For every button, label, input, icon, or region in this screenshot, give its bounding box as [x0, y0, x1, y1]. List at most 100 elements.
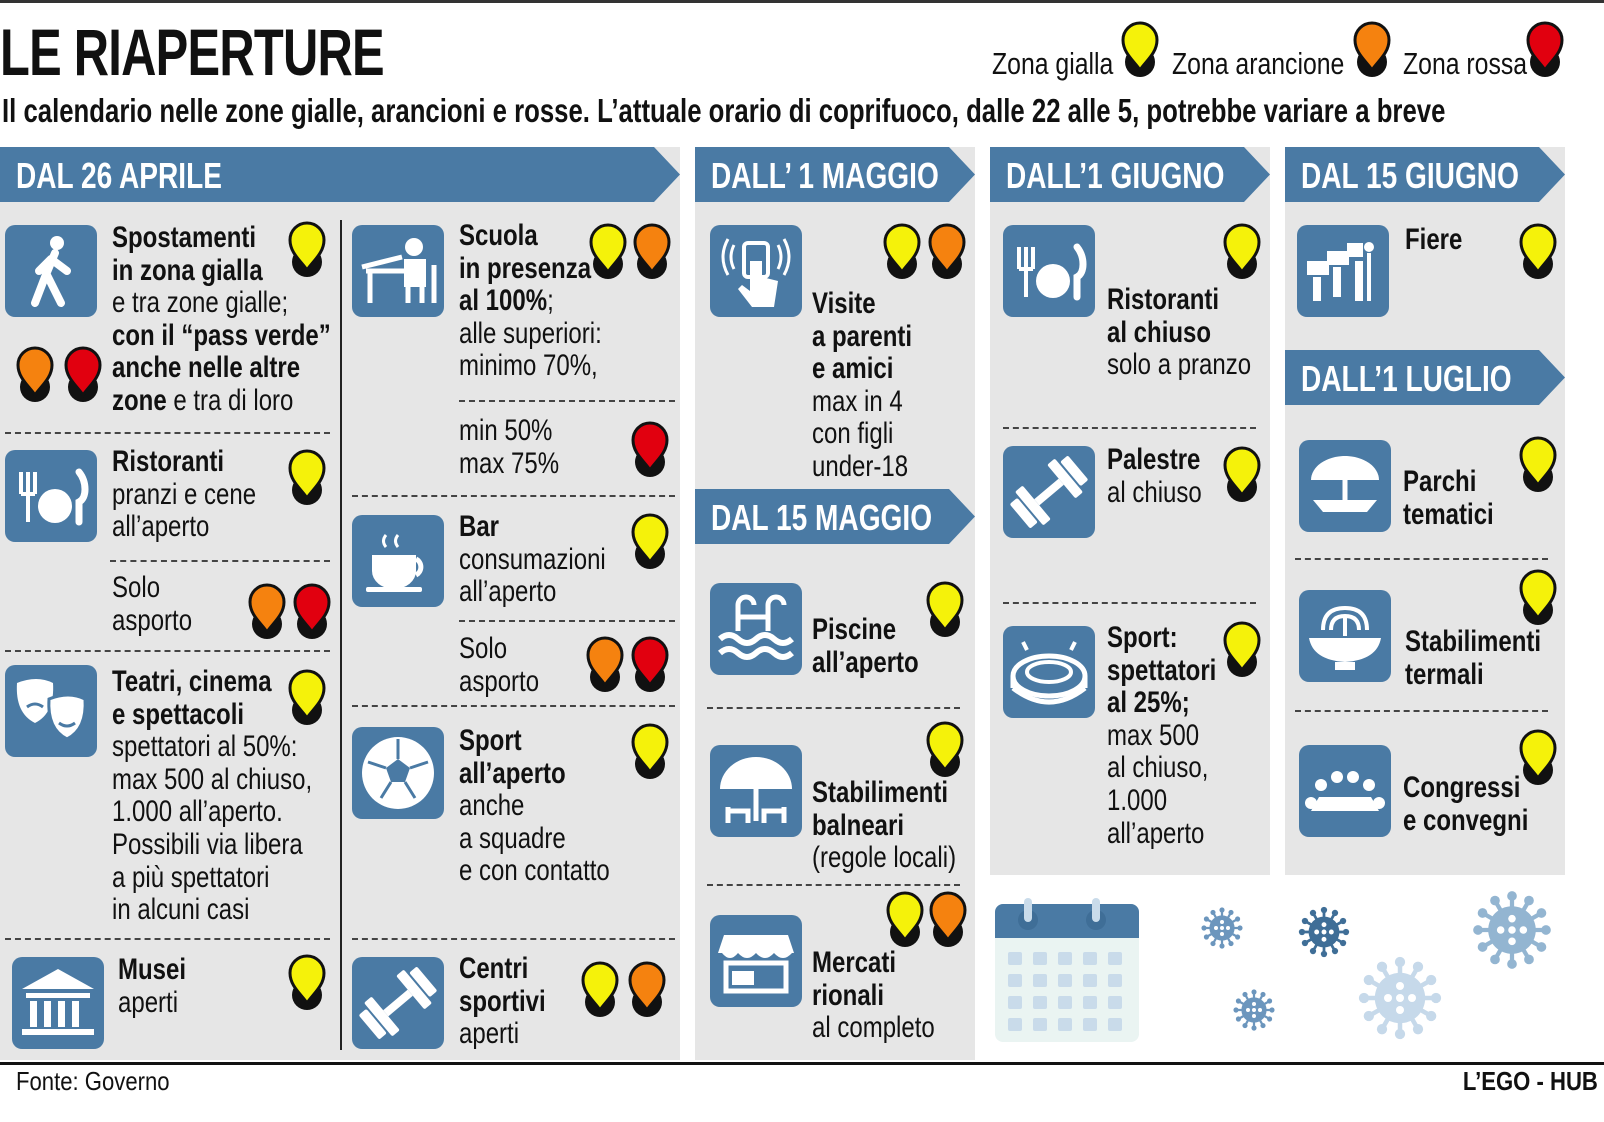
item-line: a squadre	[459, 822, 610, 856]
section-header-banner: DAL 15 MAGGIO	[695, 489, 975, 544]
item-line: spettatori	[1107, 654, 1216, 688]
dumbbell-icon	[352, 957, 444, 1049]
dashed-separator	[5, 650, 330, 652]
item-line: con figli	[812, 418, 912, 451]
item-line: all’aperto	[1107, 817, 1216, 851]
market-shop-icon	[710, 915, 802, 1007]
item-detail: asporto	[459, 664, 540, 698]
item-heading: tematici	[1403, 497, 1494, 531]
item-line: al chiuso	[1107, 476, 1202, 510]
item-line: all’aperto	[459, 575, 606, 609]
item-heading: a parenti	[812, 319, 913, 353]
touch-phone-icon	[710, 225, 802, 317]
item-heading: Centri	[459, 952, 529, 985]
item-line: al chiuso	[1107, 316, 1251, 350]
item-heading: Palestre	[1107, 443, 1201, 476]
item-text: min 50%max 75%	[459, 414, 559, 481]
conference-table-icon	[1299, 745, 1391, 837]
item-heading: Bar	[459, 510, 500, 543]
item-heading: Piscine	[812, 613, 897, 646]
item-line: Stabilimenti	[1405, 625, 1541, 659]
item-line: all’aperto	[112, 510, 256, 544]
section-header-label: DALL’1 LUGLIO	[1301, 358, 1512, 399]
item-line: Solo	[112, 571, 192, 605]
item-line: asporto	[459, 664, 540, 699]
item-line: Bar	[459, 510, 606, 544]
zone-pin-red-icon	[630, 420, 670, 485]
dashed-separator	[459, 400, 675, 402]
item-line: in presenza	[459, 252, 602, 286]
item-heading: sportivi	[459, 984, 546, 1018]
item-line: min 50%	[459, 414, 559, 448]
zone-pin-yellow-icon	[630, 722, 670, 787]
item-detail: al completo	[812, 1011, 935, 1045]
item-heading: all’aperto	[812, 645, 919, 679]
legend-pin-yellow-icon	[1120, 20, 1160, 85]
item-detail: max 500 al chiuso,	[112, 762, 313, 796]
item-line: e spettacoli	[112, 698, 312, 732]
dashed-separator	[459, 620, 675, 622]
item-detail: (regole locali)	[812, 841, 957, 875]
item-line: max 75%	[459, 447, 559, 481]
legend-pin-red-icon	[1525, 20, 1565, 85]
zone-pin-orange-icon	[627, 960, 667, 1025]
item-detail: e tra di loro	[166, 383, 294, 417]
item-detail: min 50%	[459, 414, 553, 447]
section-header-label: DALL’1 GIUGNO	[1006, 155, 1225, 196]
item-heading: Sport	[459, 724, 522, 757]
item-heading: Musei	[118, 953, 187, 986]
item-heading: Sport:	[1107, 621, 1178, 654]
item-heading: all’aperto	[459, 756, 566, 790]
item-heading: Scuola	[459, 219, 538, 252]
item-detail: under-18	[812, 449, 909, 483]
dashed-separator	[5, 938, 330, 940]
item-line: Ristoranti	[1107, 283, 1251, 317]
dashed-separator	[352, 495, 675, 497]
section-header-label: DALL’ 1 MAGGIO	[711, 155, 939, 196]
zone-pin-yellow-icon	[1222, 620, 1262, 685]
zone-pin-yellow-icon	[287, 668, 327, 733]
section-header-banner: DAL 26 APRILE	[0, 147, 680, 202]
zone-pin-yellow-icon	[588, 222, 628, 287]
zone-pin-orange-icon	[585, 635, 625, 700]
item-line: Solo	[459, 632, 539, 666]
section-header-label: DAL 26 APRILE	[16, 155, 222, 196]
theatre-masks-icon	[5, 665, 97, 757]
beach-umbrella-icon	[710, 745, 802, 837]
swimming-pool-icon	[710, 583, 802, 675]
zone-pin-orange-icon	[632, 222, 672, 287]
dashed-separator	[707, 884, 960, 886]
dashed-separator	[352, 705, 675, 707]
item-line: max in 4	[812, 384, 912, 419]
zone-pin-yellow-icon	[1222, 222, 1262, 287]
item-line: Ristoranti	[112, 445, 256, 479]
item-line: Parchi	[1403, 465, 1494, 499]
item-line: anche nelle altre	[112, 352, 331, 385]
item-heading: balneari	[812, 808, 905, 842]
virus-icon	[1201, 907, 1243, 949]
item-line: under-18	[812, 449, 912, 484]
restaurant-icon	[1003, 225, 1095, 317]
virus-icon	[1473, 891, 1551, 969]
item-heading: Congressi	[1403, 771, 1521, 804]
theme-park-icon	[1299, 440, 1391, 532]
item-line: all’aperto	[812, 645, 919, 680]
walking-person-icon	[5, 225, 97, 317]
item-line: a parenti	[812, 319, 913, 354]
zone-pin-yellow-icon	[925, 720, 965, 785]
item-detail: alle superiori:	[459, 316, 602, 350]
item-detail: aperti	[118, 985, 179, 1019]
item-line: Musei	[118, 953, 187, 987]
item-line: Possibili via libera	[112, 828, 312, 862]
zone-pin-yellow-icon	[630, 512, 670, 577]
dashed-separator	[1295, 710, 1548, 712]
item-detail: max in 4	[812, 384, 903, 418]
dashed-separator	[110, 560, 330, 562]
item-detail: minimo 70%,	[459, 349, 598, 383]
section-header-banner: DAL 15 GIUGNO	[1285, 147, 1565, 202]
